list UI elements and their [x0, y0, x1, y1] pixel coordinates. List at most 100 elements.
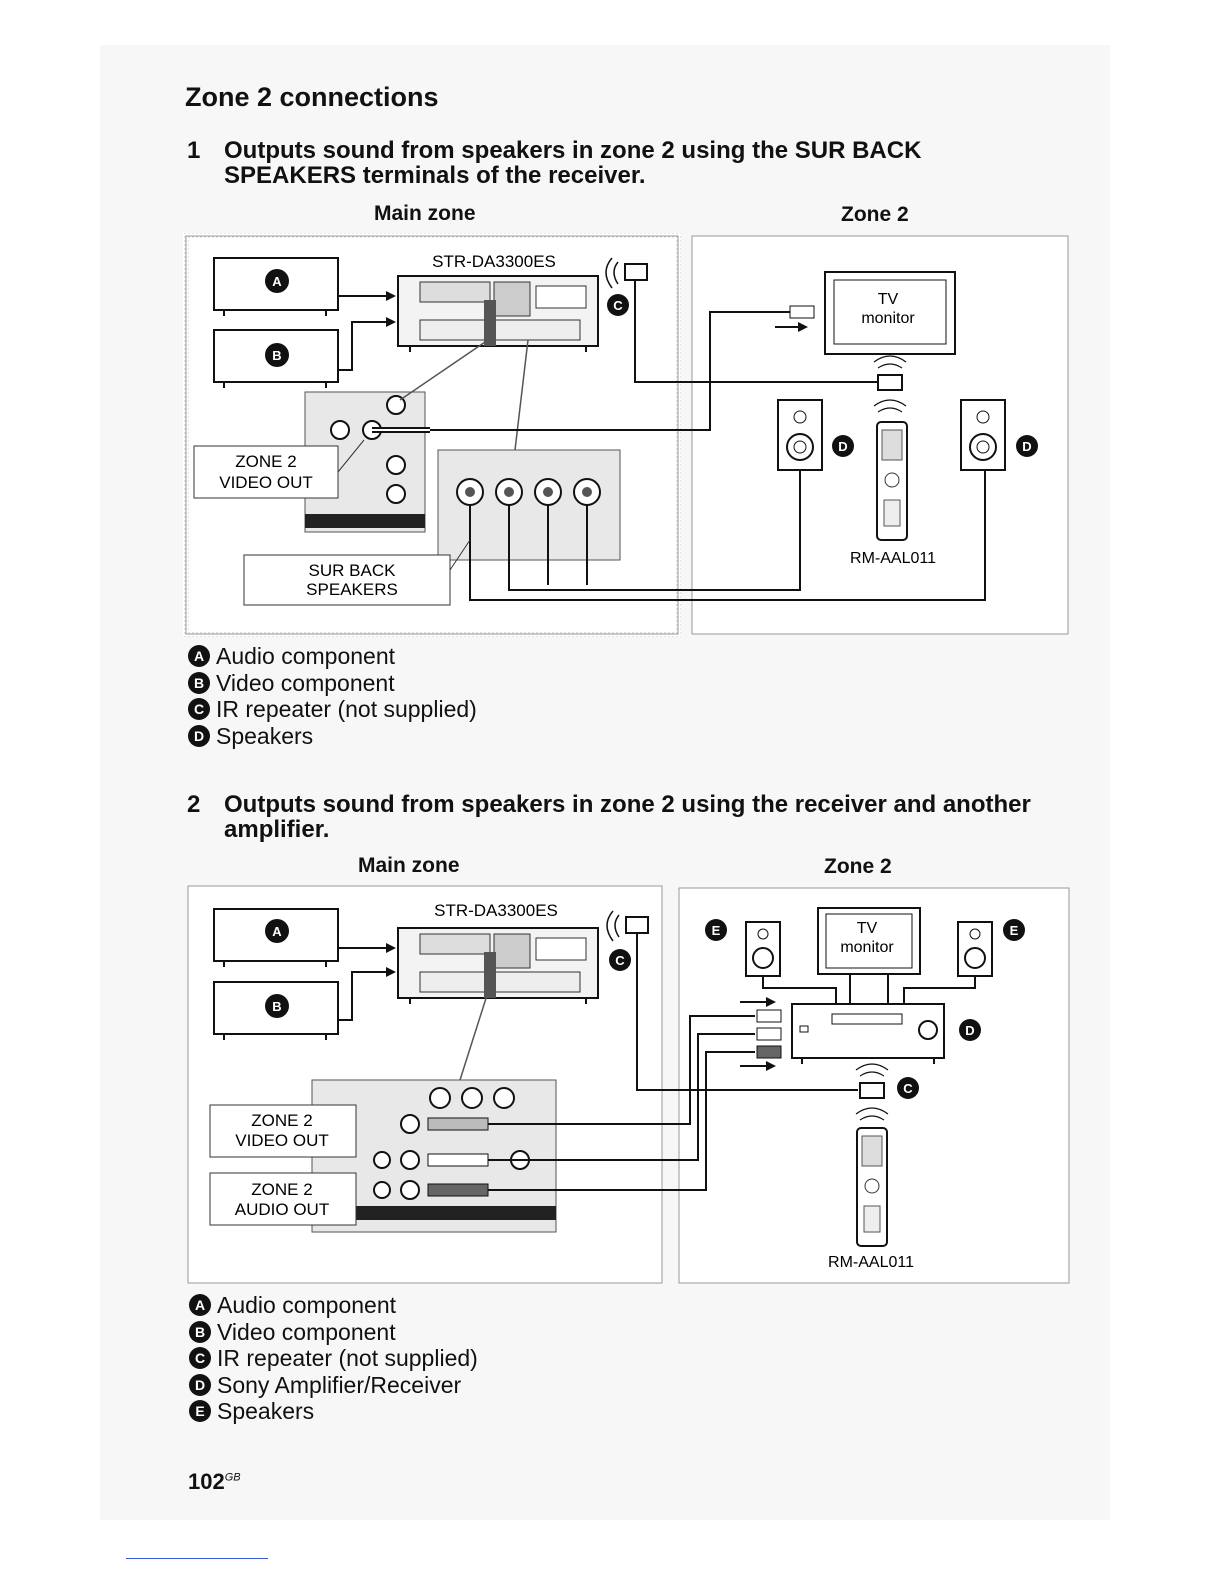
- legend-text: Audio component: [216, 643, 396, 669]
- legend-item: A Audio component: [189, 1292, 478, 1319]
- svg-text:C: C: [615, 953, 625, 968]
- sur-back-terminals-zoom: [437, 449, 621, 561]
- heading-line-2: amplifier.: [224, 816, 330, 843]
- legend-badge: B: [188, 671, 210, 694]
- page-title: Zone 2 connections: [185, 82, 439, 112]
- zone2-diagram-1: A B STR-DA3300ES C: [183, 233, 1069, 637]
- page-number-value: 102: [188, 1469, 225, 1494]
- callout-speakers-line-1: SUR BACK: [309, 561, 397, 580]
- legend-badge: B: [189, 1320, 211, 1343]
- svg-text:C: C: [903, 1081, 913, 1096]
- svg-text:D: D: [1022, 439, 1031, 454]
- zone2-diagram-2: A B STR-DA3300ES C: [187, 885, 1070, 1284]
- remote-control-2: [856, 1127, 888, 1247]
- legend-text: Video component: [217, 1318, 396, 1345]
- step-number: 2: [187, 791, 201, 818]
- callout-sur-back-speakers: [243, 539, 471, 606]
- callout-zone2-audio-out: [209, 1172, 357, 1226]
- legend-item: D Speakers: [188, 723, 477, 750]
- legend-badge: A: [188, 645, 210, 668]
- main-zone-label: Main zone: [358, 854, 460, 877]
- receiver-rear-panel: [397, 927, 599, 1004]
- callout-video-line-1: ZONE 2: [235, 452, 296, 471]
- heading-line-1: Outputs sound from speakers in zone 2 us…: [224, 137, 922, 164]
- heading-line-2: SPEAKERS terminals of the receiver.: [224, 162, 646, 189]
- legend-badge: A: [189, 1294, 211, 1317]
- legend-text: Speakers: [216, 722, 314, 749]
- legend-badge: D: [188, 724, 210, 747]
- main-zone-label: Main zone: [374, 202, 476, 225]
- tv-line-2: monitor: [840, 939, 894, 956]
- amplifier-d: D: [791, 1003, 981, 1064]
- svg-text:D: D: [838, 439, 847, 454]
- remote-control-1: [876, 421, 908, 541]
- svg-text:A: A: [272, 924, 282, 939]
- rca-plugs: [756, 1009, 782, 1059]
- remote-model-2: RM-AAL011: [828, 1254, 914, 1271]
- ir-emitter-zone2: [873, 355, 907, 413]
- receiver-rear-panel: [397, 275, 599, 352]
- zone2-label: Zone 2: [824, 855, 892, 878]
- speaker-right-d: D: [960, 399, 1038, 471]
- svg-text:E: E: [712, 923, 721, 938]
- heading-line-1: Outputs sound from speakers in zone 2 us…: [224, 791, 1031, 818]
- svg-text:B: B: [272, 999, 281, 1014]
- legend-badge: E: [189, 1400, 211, 1423]
- amp-speaker-links: [762, 974, 976, 1004]
- speaker-cables: [469, 470, 986, 601]
- speaker-left-e: E: [705, 919, 781, 977]
- callout-audio-line-1: ZONE 2: [251, 1180, 312, 1199]
- speaker-right-e: E: [957, 919, 1025, 977]
- svg-text:B: B: [272, 348, 281, 363]
- input-cables: [338, 947, 388, 1021]
- video-cable: [430, 311, 812, 431]
- ir-repeater-c: C: [606, 910, 858, 1091]
- callout-video-line-2: VIDEO OUT: [219, 473, 313, 492]
- receiver-model-1: STR-DA3300ES: [432, 252, 556, 271]
- audio-component-a: A: [213, 908, 339, 967]
- legend-text: Speakers: [217, 1398, 315, 1424]
- callout-video-line-2: VIDEO OUT: [235, 1131, 329, 1150]
- legend-item: A Audio component: [188, 643, 477, 670]
- callout-video-line-1: ZONE 2: [251, 1111, 312, 1130]
- video-component-b: B: [213, 329, 339, 388]
- legend-item: D Sony Amplifier/Receiver: [189, 1372, 478, 1399]
- legend-text: Sony Amplifier/Receiver: [217, 1371, 462, 1398]
- legend-2: A Audio component B Video component C IR re…: [189, 1292, 478, 1425]
- step-number: 1: [187, 137, 201, 164]
- audio-component-a: A: [213, 257, 339, 316]
- callout-zone2-video-out: [209, 1104, 357, 1158]
- callout-audio-line-2: AUDIO OUT: [235, 1200, 329, 1219]
- legend-item: B Video component: [189, 1319, 478, 1346]
- legend-1: A Audio component B Video component C IR re…: [188, 643, 477, 749]
- legend-badge: D: [189, 1373, 211, 1396]
- zone2-cables: [488, 1015, 755, 1191]
- page-number: 102GB: [188, 1469, 241, 1495]
- footer-link-underline: [126, 1558, 268, 1559]
- tv-line-2: monitor: [861, 310, 915, 327]
- ir-emitter-zone2: C: [855, 1063, 919, 1121]
- svg-text:D: D: [965, 1023, 974, 1038]
- page-number-suffix: GB: [224, 1471, 241, 1484]
- legend-text: Audio component: [217, 1292, 397, 1318]
- svg-text:A: A: [272, 274, 282, 289]
- zone2-label: Zone 2: [841, 203, 909, 226]
- legend-text: IR repeater (not supplied): [216, 696, 477, 722]
- tv-monitor-2: [817, 907, 921, 975]
- callout-zone2-video-out: [193, 439, 365, 499]
- tv-line-1: TV: [857, 920, 878, 937]
- speaker-left-d: D: [777, 399, 854, 471]
- svg-text:E: E: [1010, 923, 1019, 938]
- ir-repeater-c: C: [605, 257, 878, 383]
- legend-item: C IR repeater (not supplied): [189, 1345, 478, 1372]
- legend-badge: C: [189, 1347, 211, 1370]
- video-component-b: B: [213, 981, 339, 1040]
- legend-text: Video component: [216, 669, 395, 696]
- svg-text:C: C: [613, 298, 623, 313]
- legend-item: E Speakers: [189, 1398, 478, 1425]
- callout-speakers-line-2: SPEAKERS: [306, 580, 398, 599]
- input-cables: [338, 295, 388, 371]
- tv-line-1: TV: [878, 291, 899, 308]
- legend-badge: C: [188, 698, 210, 721]
- legend-text: IR repeater (not supplied): [217, 1345, 478, 1371]
